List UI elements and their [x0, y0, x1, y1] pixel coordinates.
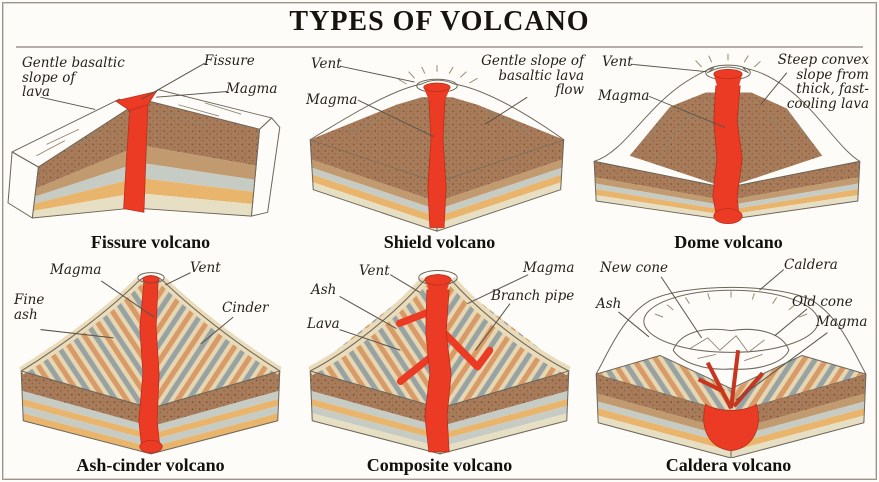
- caption-fissure-volcano: Fissure volcano: [90, 232, 211, 252]
- label-vent: Vent: [311, 56, 342, 72]
- strata-right: [439, 370, 570, 455]
- label-gentle-slope: Gentle slope of basaltic lava flow: [481, 53, 584, 99]
- label-magma: Magma: [50, 262, 102, 278]
- magma-pipe: [395, 270, 494, 453]
- strata-left: [20, 370, 152, 455]
- magma-branches: [697, 350, 764, 410]
- label-cinder: Cinder: [222, 300, 269, 316]
- panel-caldera-volcano: New cone Caldera Ash Old cone Magma Cald…: [584, 255, 873, 478]
- strata-right: [150, 370, 281, 455]
- magma-pool: [703, 403, 759, 452]
- label-branch-pipe: Branch pipe: [491, 288, 575, 304]
- panel-fissure-volcano: Gentle basaltic slope of lava Fissure Ma…: [6, 50, 295, 255]
- strata-left: [309, 139, 438, 232]
- caption-composite-volcano: Composite volcano: [366, 455, 513, 475]
- label-vent: Vent: [359, 263, 390, 279]
- old-cone-strata: [596, 355, 866, 413]
- vent-opening: [713, 68, 743, 80]
- label-magma: Magma: [598, 88, 650, 104]
- vent-opening: [423, 82, 451, 92]
- strata-left: [309, 370, 441, 455]
- label-vent: Vent: [602, 54, 633, 70]
- label-magma: Magma: [226, 81, 278, 97]
- caption-shield-volcano: Shield volcano: [383, 232, 496, 252]
- ash-cinder-volcano-illustration: [19, 272, 282, 455]
- label-gentle-basaltic-slope: Gentle basaltic slope of lava: [22, 55, 125, 101]
- leader-lines: [40, 272, 234, 345]
- leader-lines: [40, 62, 228, 110]
- caldera-rim: [643, 289, 819, 353]
- composite-volcano-illustration: [308, 270, 571, 455]
- label-fine-ash: Fine ash: [14, 292, 45, 323]
- shield-volcano-illustration: [309, 65, 565, 232]
- leader-lines: [339, 274, 529, 351]
- caption-ash-cinder-volcano: Ash-cinder volcano: [76, 455, 225, 475]
- magma-pipe: [137, 272, 165, 454]
- leader-lines: [339, 65, 528, 138]
- label-vent: Vent: [190, 260, 221, 276]
- label-ash: Ash: [311, 282, 337, 298]
- poster-title: TYPES OF VOLCANO: [289, 6, 590, 37]
- panel-composite-volcano: Ash Vent Magma Branch pipe Lava Composit…: [295, 255, 584, 478]
- caldera-bowl: [595, 286, 867, 390]
- label-magma: Magma: [306, 92, 358, 108]
- caldera-volcano-illustration: [595, 269, 867, 458]
- label-caldera: Caldera: [784, 257, 838, 273]
- panel-dome-volcano: Vent Magma Steep convex slope from thick…: [584, 50, 873, 255]
- branch-pipe-right: [439, 328, 494, 371]
- label-magma: Magma: [523, 260, 575, 276]
- leader-lines: [630, 63, 788, 128]
- strata-right: [436, 139, 565, 232]
- strata-left: [595, 373, 732, 458]
- cinder-cone: [19, 275, 282, 409]
- panel-grid: Gentle basaltic slope of lava Fissure Ma…: [6, 50, 873, 478]
- label-fissure: Fissure: [204, 53, 255, 69]
- vent-opening: [424, 274, 452, 286]
- magma-pipe: [416, 78, 458, 228]
- caption-dome-volcano: Dome volcano: [674, 232, 783, 252]
- strata-right: [725, 160, 861, 221]
- panel-shield-volcano: Vent Magma Gentle slope of basaltic lava…: [295, 50, 584, 255]
- leader-lines: [618, 269, 828, 401]
- magma-pipe: [705, 64, 751, 225]
- fissure-volcano-illustration: [7, 62, 281, 219]
- left-block: [7, 98, 133, 219]
- right-block: [141, 89, 281, 217]
- label-new-cone: New cone: [600, 260, 669, 276]
- strata-right: [730, 373, 867, 458]
- caption-caldera-volcano: Caldera volcano: [665, 455, 792, 475]
- dome-volcano-illustration: [593, 53, 861, 225]
- label-magma: Magma: [816, 314, 868, 330]
- title-divider: [16, 46, 863, 48]
- label-ash: Ash: [596, 296, 622, 312]
- strata-left: [593, 160, 727, 221]
- label-steep-slope: Steep convex slope from thick, fast- coo…: [777, 52, 869, 112]
- label-old-cone: Old cone: [792, 294, 853, 310]
- magma-chamber: [697, 350, 764, 452]
- label-lava: Lava: [307, 316, 340, 332]
- panel-ash-cinder-volcano: Magma Vent Fine ash Cinder Ash-cinder vo…: [6, 255, 295, 478]
- vent-opening: [142, 275, 160, 284]
